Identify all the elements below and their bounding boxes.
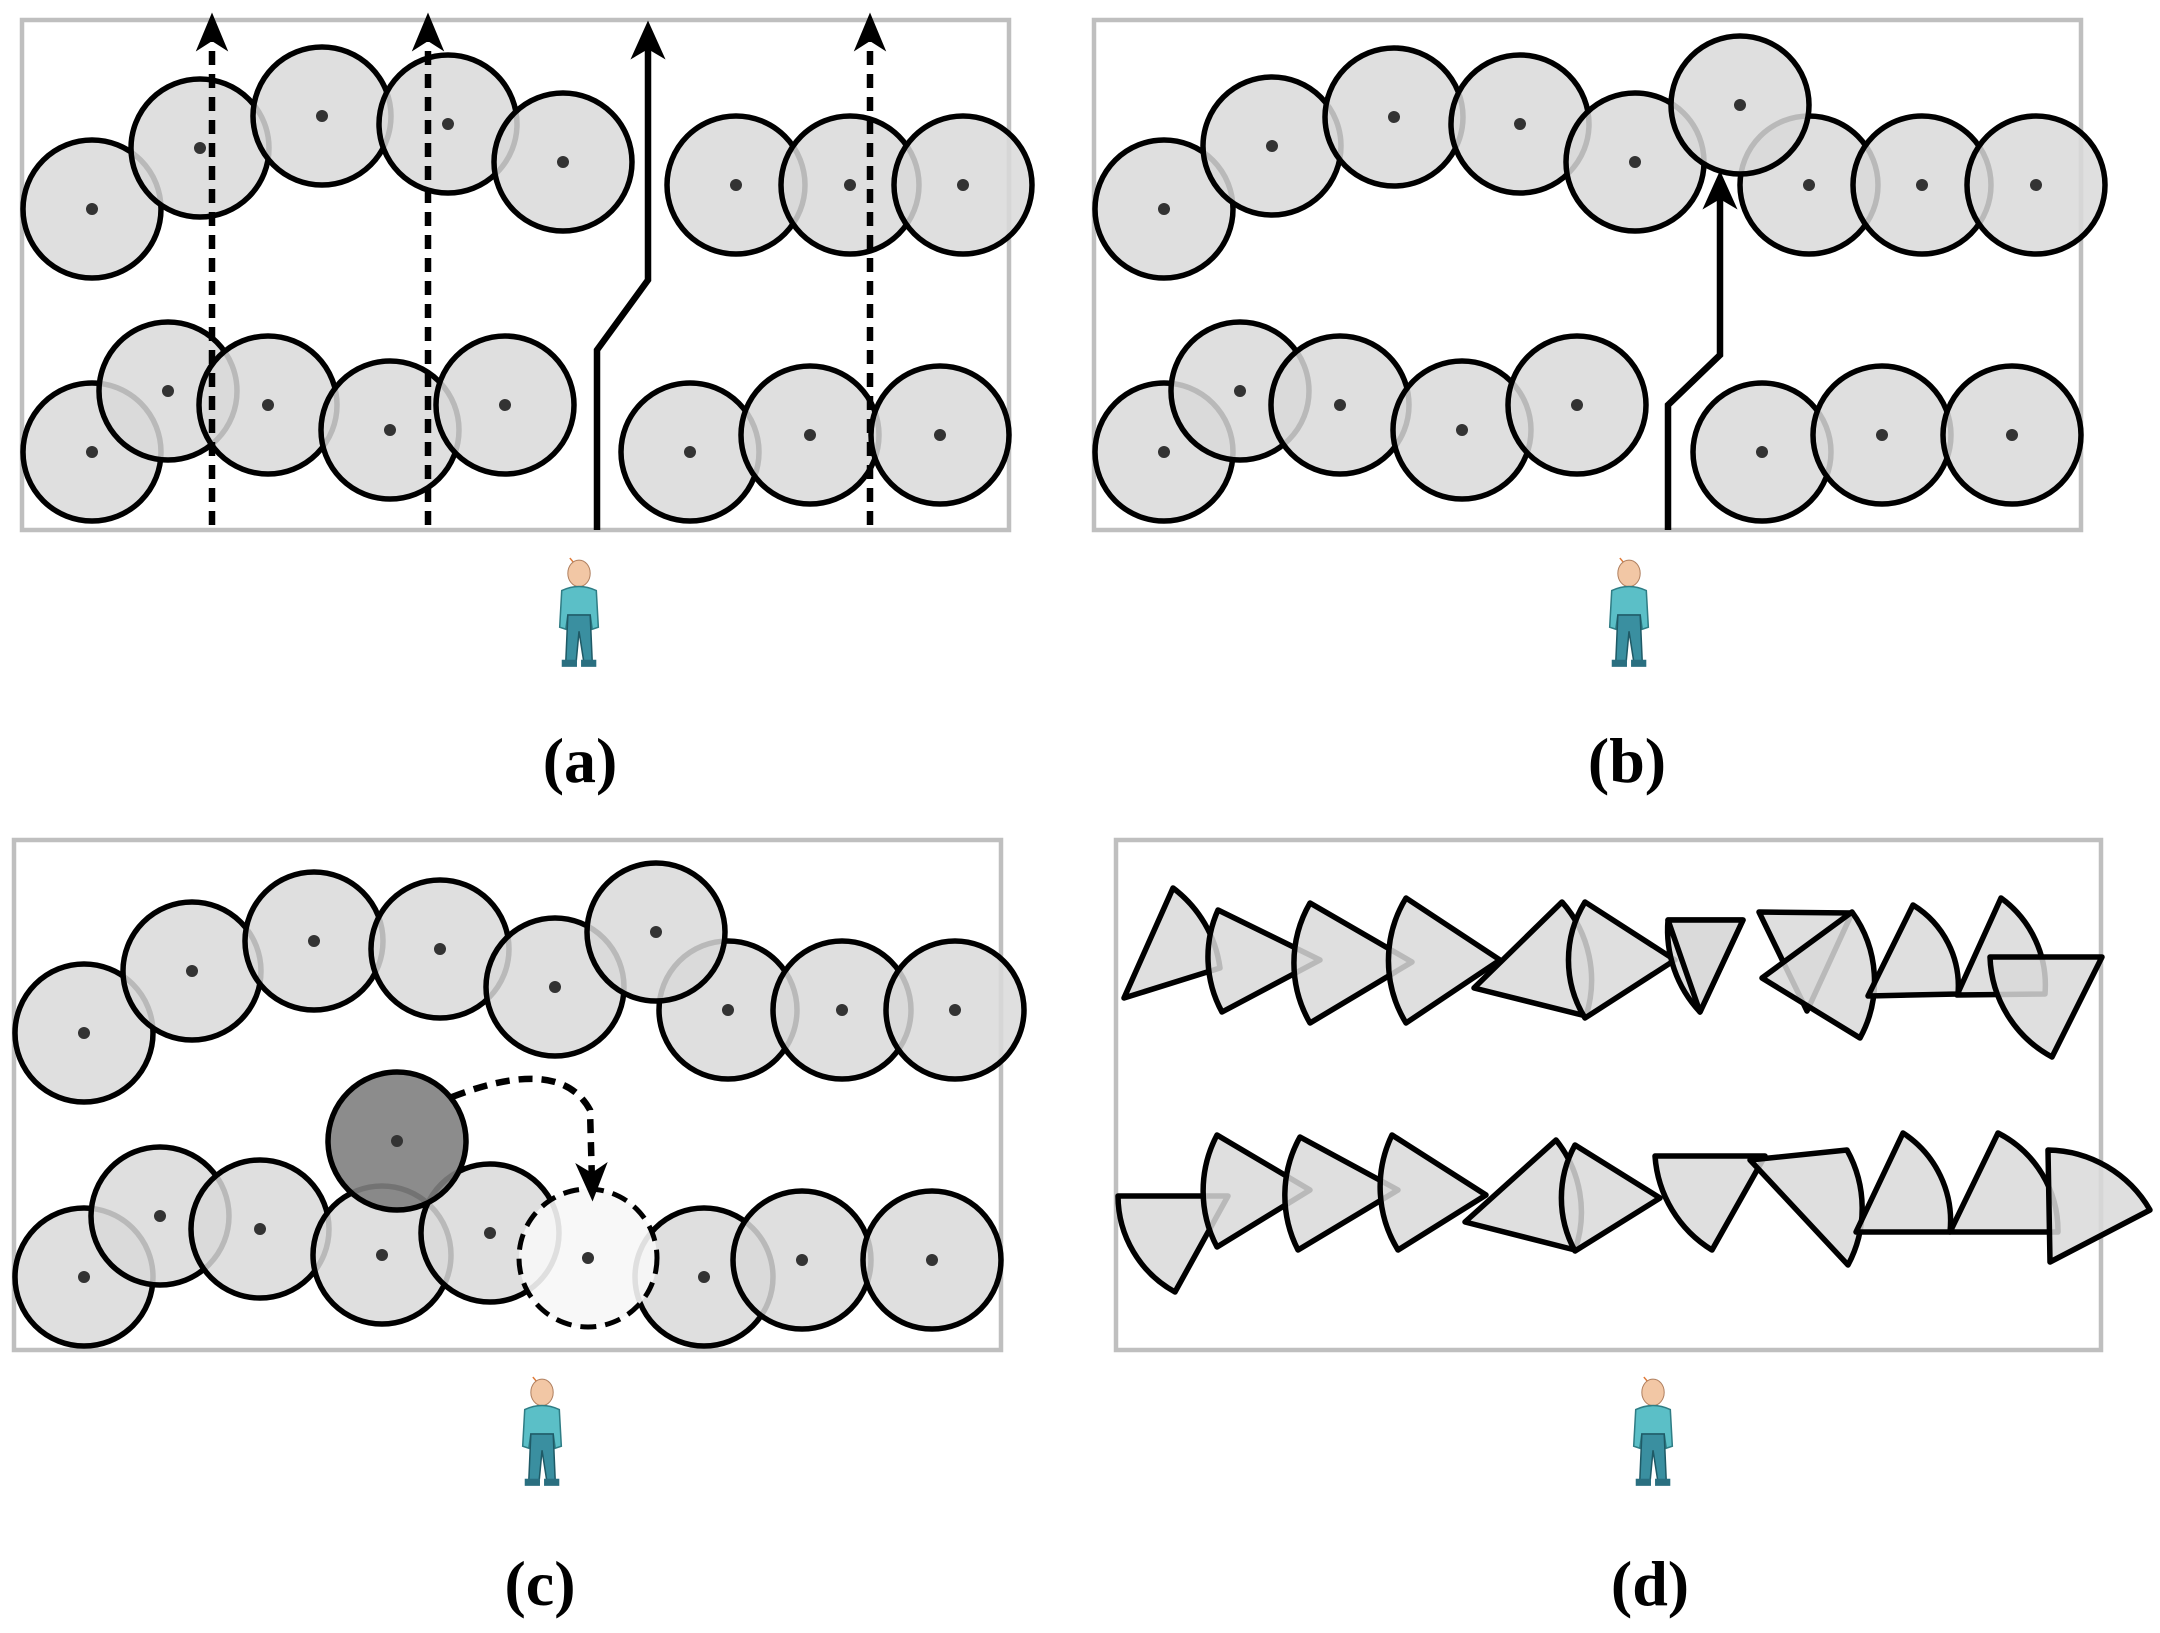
sensor-center-dot [78,1271,90,1283]
sensor-center-dot [949,1004,961,1016]
sensor-center-dot [1734,99,1746,111]
panel-c-caption: (c) [504,1548,575,1619]
sensor-center-dot [254,1223,266,1235]
sensor-center-dot [86,203,98,215]
sensor-center-dot [957,179,969,191]
sensor-center-dot [684,446,696,458]
directional-sensor-sector [1652,1153,1768,1253]
person-icon [558,557,600,668]
panel-c: (c) [11,837,1027,1619]
panel-a: (a) [19,12,1035,796]
person-icon [1632,1376,1674,1487]
sensor-center-dot [1158,446,1170,458]
panel-a-caption: (a) [543,725,618,796]
directional-sensor-sector [1291,900,1415,1026]
person-icon [521,1376,563,1487]
panel-b-caption: (b) [1588,725,1666,796]
panel-a-sensors [20,44,1035,524]
directional-sensor-sector [2045,1147,2153,1265]
panel-b: (b) [1091,17,2108,796]
directional-sensor-sector [1200,1132,1313,1250]
directional-sensor-sector [1853,1130,1954,1235]
sensor-center-dot [1334,399,1346,411]
sensor-center-dot [442,118,454,130]
panel-c-frame [11,837,1004,1353]
sensor-center-dot [86,446,98,458]
sensor-center-dot [2006,429,2018,441]
sensor-center-dot [1756,446,1768,458]
sensor-center-dot [484,1227,496,1239]
sensor-center-dot [730,179,742,191]
sensor-center-dot [186,965,198,977]
directional-sensor-sector [1987,954,2105,1060]
sensor-center-dot [582,1252,594,1264]
sensor-center-dot [1916,179,1928,191]
panel-a-paths [195,12,887,530]
sensor-center-dot [1803,179,1815,191]
sensor-center-dot [1234,385,1246,397]
sensor-center-dot [557,156,569,168]
sensor-center-dot [154,1210,166,1222]
sensor-center-dot [162,385,174,397]
directional-sensor-sector [1205,907,1323,1015]
directional-sensor-sector [1865,902,1962,999]
directional-sensor-sector [1558,1142,1663,1254]
sensor-center-dot [434,943,446,955]
sensor-center-dot [1456,424,1468,436]
sensor-center-dot [1571,399,1583,411]
relocation-path [450,1075,608,1202]
directional-sensor-sector [1377,1132,1489,1253]
sensor-center-dot [804,429,816,441]
directional-sensor-sector [1665,917,1746,1015]
panel-d-row-top [1121,885,2105,1060]
sensor-center-dot [1514,118,1526,130]
sensor-center-dot [549,981,561,993]
sensor-center-dot [722,1004,734,1016]
sensor-center-dot [796,1254,808,1266]
directional-sensor-sector [1747,1147,1865,1268]
sensor-center-dot [836,1004,848,1016]
sensor-center-dot [1629,156,1641,168]
sensor-center-dot [926,1254,938,1266]
sensor-center-dot [376,1249,388,1261]
sensor-center-dot [391,1135,403,1147]
panel-a-frame [19,17,1012,533]
directional-sensor-sector [1759,909,1878,1041]
sensor-center-dot [262,399,274,411]
directional-sensor-sector [1121,885,1223,1001]
panel-d-frame [1113,837,2104,1353]
sensor-center-dot [698,1271,710,1283]
panel-d-row-bottom [1115,1130,2153,1295]
person-icon [1608,557,1650,668]
sensor-center-dot [2030,179,2042,191]
panel-d-caption: (d) [1611,1548,1689,1619]
sensor-center-dot [1876,429,1888,441]
sensor-center-dot [384,424,396,436]
panel-b-frame [1091,17,2084,533]
directional-sensor-sector [1565,899,1678,1021]
panel-b-sensors [1092,33,2108,524]
sensor-center-dot [1266,140,1278,152]
gap-path [593,20,666,530]
directional-sensor-sector [1947,1130,2061,1235]
sensor-center-dot [934,429,946,441]
panel-d: (d) [1113,837,2153,1619]
sensor-center-dot [499,399,511,411]
gap-path [1664,170,1738,530]
directional-sensor-sector [1282,1134,1401,1253]
sensor-center-dot [844,179,856,191]
directional-sensor-sector [1115,1193,1231,1295]
sensor-center-dot [316,110,328,122]
sensor-center-dot [1388,111,1400,123]
sensor-center-dot [650,926,662,938]
directional-sensor-sector [1385,895,1503,1026]
sensor-center-dot [78,1027,90,1039]
sensor-center-dot [1158,203,1170,215]
sensor-center-dot [194,142,206,154]
sensor-center-dot [308,935,320,947]
